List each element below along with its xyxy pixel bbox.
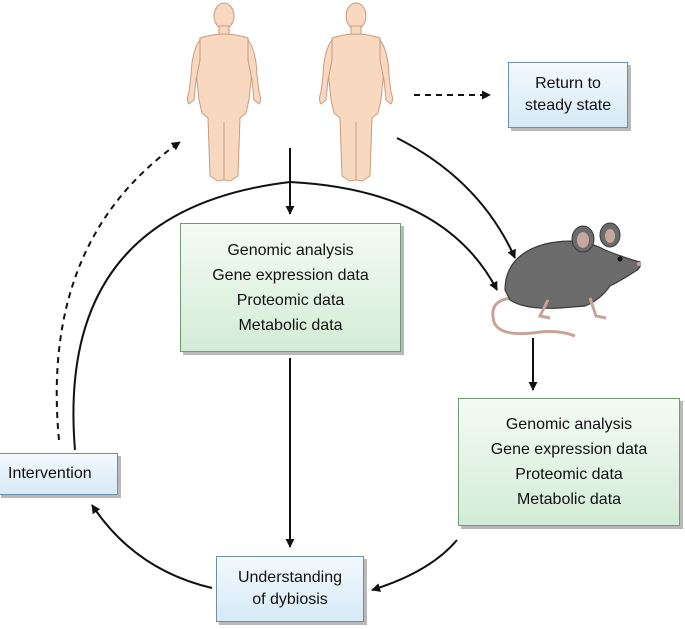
human-figure-left (187, 2, 261, 182)
understanding-line-1: Understanding (237, 569, 343, 586)
human-figure-right (319, 2, 393, 182)
human-data-box: Genomic analysis Gene expression data Pr… (180, 223, 401, 352)
arrow-mouse-data-to-understanding (371, 539, 458, 592)
human-gene-expression: Gene expression data (212, 266, 369, 284)
arrow-understanding-to-intervention (91, 504, 213, 589)
human-genomic-analysis: Genomic analysis (227, 241, 354, 259)
mouse-proteomic: Proteomic data (515, 466, 623, 483)
return-line-2: steady state (524, 97, 612, 114)
arrow-intervention-to-human (55, 141, 181, 441)
mouse-illustration (491, 222, 641, 338)
return-line-1: Return to (535, 75, 601, 92)
mouse-genomic-analysis: Genomic analysis (505, 416, 633, 433)
understanding-dybiosis-box: Understanding of dybiosis (216, 556, 364, 622)
mouse-data-box: Genomic analysis Gene expression data Pr… (458, 398, 680, 526)
understanding-line-2: of dybiosis (252, 591, 328, 608)
mouse-gene-expression: Gene expression data (490, 441, 648, 458)
arrow-human-to-mouse (396, 137, 516, 259)
intervention-box: Intervention (0, 453, 118, 495)
intervention-label: Intervention (8, 465, 92, 482)
mouse-metabolic: Metabolic data (516, 491, 622, 508)
human-metabolic: Metabolic data (238, 316, 343, 334)
human-proteomic: Proteomic data (236, 291, 345, 309)
arrow-circle-left-arc (72, 181, 291, 451)
arrow-circle-to-mouse (289, 181, 498, 291)
return-to-steady-state-box: Return to steady state (508, 62, 628, 128)
